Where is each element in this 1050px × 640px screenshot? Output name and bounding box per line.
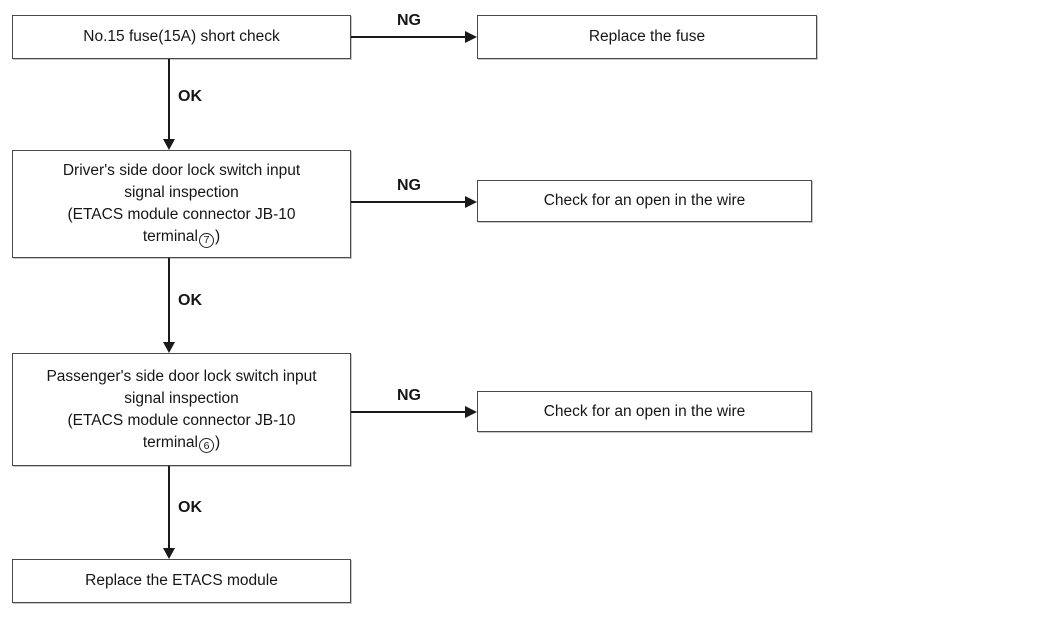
ng-arrow-line-1 xyxy=(351,36,465,38)
ng-arrow-line-3 xyxy=(351,411,465,413)
node-passenger-line-1: Passenger's side door lock switch input xyxy=(46,367,317,385)
node-passenger-switch-inspection: Passenger's side door lock switch input … xyxy=(12,353,351,466)
ng-label-2: NG xyxy=(397,177,421,194)
ok-arrow-line-2 xyxy=(168,258,170,342)
ok-arrow-line-1 xyxy=(168,59,170,139)
ok-label-3: OK xyxy=(178,499,202,516)
circled-6-icon: 6 xyxy=(198,438,214,454)
node-replace-fuse: Replace the fuse xyxy=(477,15,817,59)
node-driver-line-3: (ETACS module connector JB-10 xyxy=(67,206,296,223)
ok-label-1: OK xyxy=(178,88,202,105)
node-driver-line-1: Driver's side door lock switch input xyxy=(62,162,301,179)
node-passenger-line-2: signal inspection xyxy=(124,389,239,407)
terminal-label: terminal xyxy=(142,228,198,245)
arrow-right-icon xyxy=(465,31,477,43)
node-passenger-line-3: (ETACS module connector JB-10 xyxy=(67,411,296,429)
close-paren: ) xyxy=(214,433,221,451)
ok-label-2: OK xyxy=(178,292,202,309)
node-check-wire-1: Check for an open in the wire xyxy=(477,180,812,222)
ng-arrow-line-2 xyxy=(351,201,465,203)
arrow-down-icon xyxy=(163,342,175,353)
node-check-wire-2: Check for an open in the wire xyxy=(477,391,812,432)
node-fuse-check: No.15 fuse(15A) short check xyxy=(12,15,351,59)
node-replace-fuse-text: Replace the fuse xyxy=(588,28,706,45)
node-check-wire-1-text: Check for an open in the wire xyxy=(543,192,746,209)
node-replace-etacs-text: Replace the ETACS module xyxy=(85,572,278,589)
ng-label-3: NG xyxy=(397,387,421,404)
node-fuse-check-text: No.15 fuse(15A) short check xyxy=(83,28,280,45)
arrow-down-icon xyxy=(163,139,175,150)
circled-7-icon: 7 xyxy=(198,232,214,248)
ng-label-1: NG xyxy=(397,12,421,29)
arrow-right-icon xyxy=(465,196,477,208)
ok-arrow-line-3 xyxy=(168,466,170,548)
arrow-right-icon xyxy=(465,406,477,418)
node-driver-line-2: signal inspection xyxy=(124,184,239,201)
close-paren: ) xyxy=(214,228,221,245)
node-check-wire-2-text: Check for an open in the wire xyxy=(543,402,746,420)
node-driver-switch-inspection: Driver's side door lock switch input sig… xyxy=(12,150,351,258)
node-replace-etacs: Replace the ETACS module xyxy=(12,559,351,603)
terminal-label: terminal xyxy=(142,433,198,451)
arrow-down-icon xyxy=(163,548,175,559)
